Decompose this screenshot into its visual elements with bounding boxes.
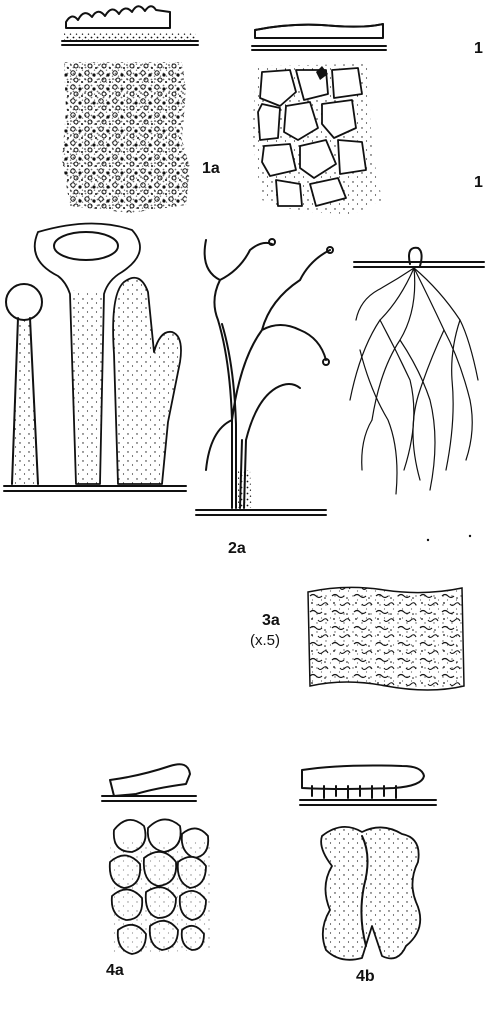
label-1a: 1a [202, 160, 220, 178]
section-view-4b [300, 766, 436, 806]
section-view-1a-right [252, 24, 386, 50]
branched-fruticose [196, 239, 333, 515]
pendulous-beard [350, 248, 484, 494]
figure-2a-fruticose [4, 223, 484, 515]
label-3a-scale: (x.5) [250, 632, 280, 649]
stray-dot [469, 535, 471, 537]
cladonia-cluster [4, 223, 186, 491]
label-3a: 3a [262, 612, 280, 630]
figure-4a-squamulose [102, 764, 210, 954]
label-edge-1-mid: 1 [474, 174, 483, 192]
surface-view-1a-right [252, 64, 382, 214]
section-view-1a-left [62, 6, 198, 45]
surface-view-4a [110, 819, 210, 954]
label-4b: 4b [356, 968, 375, 986]
stray-dot [427, 539, 429, 541]
label-4a: 4a [106, 962, 124, 980]
label-edge-1-top: 1 [474, 40, 483, 58]
label-2a: 2a [228, 540, 246, 558]
section-view-4a [102, 764, 196, 801]
figure-1a-crustose-powdery [62, 6, 198, 213]
figure-4b-foliose [300, 766, 436, 960]
figure-1a-crustose-areolate [252, 24, 386, 214]
figure-3a-surface [308, 587, 464, 690]
surface-view-1a-left [62, 62, 190, 213]
surface-view-4b [321, 827, 420, 960]
